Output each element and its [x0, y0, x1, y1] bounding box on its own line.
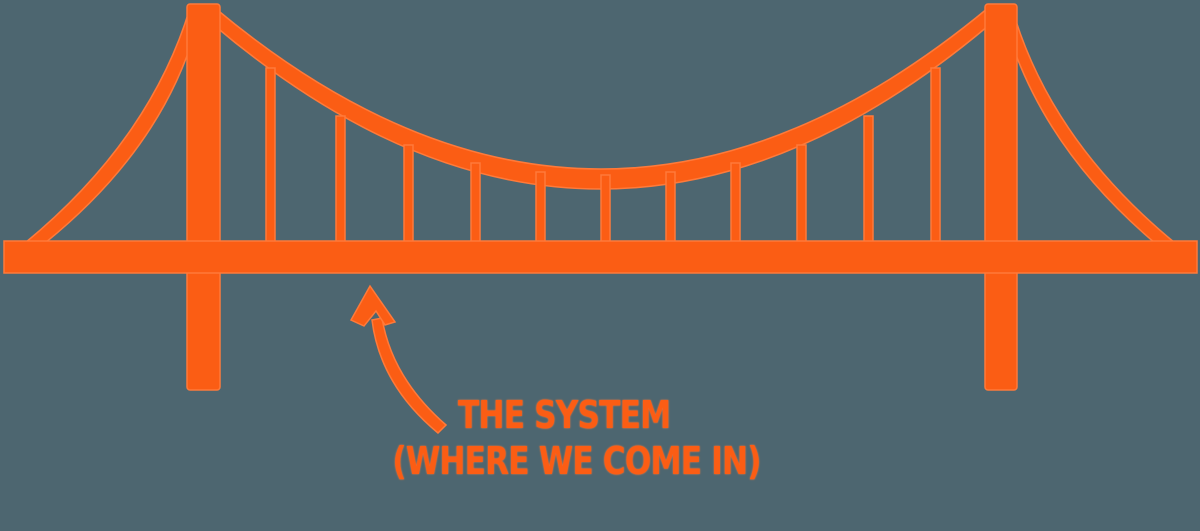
- caption-line-2: (WHERE WE COME IN): [392, 439, 761, 483]
- left-tower: [186, 3, 221, 391]
- curved-arrow-up-icon: [349, 284, 448, 435]
- right-tower: [984, 3, 1018, 391]
- caption: THE SYSTEM (WHERE WE COME IN): [392, 392, 761, 484]
- caption-line-1: THE SYSTEM: [458, 393, 671, 437]
- left-side-cable: [22, 7, 196, 244]
- bridge-deck: [3, 240, 1198, 274]
- right-side-cable: [1007, 7, 1178, 244]
- hangers: [265, 67, 941, 245]
